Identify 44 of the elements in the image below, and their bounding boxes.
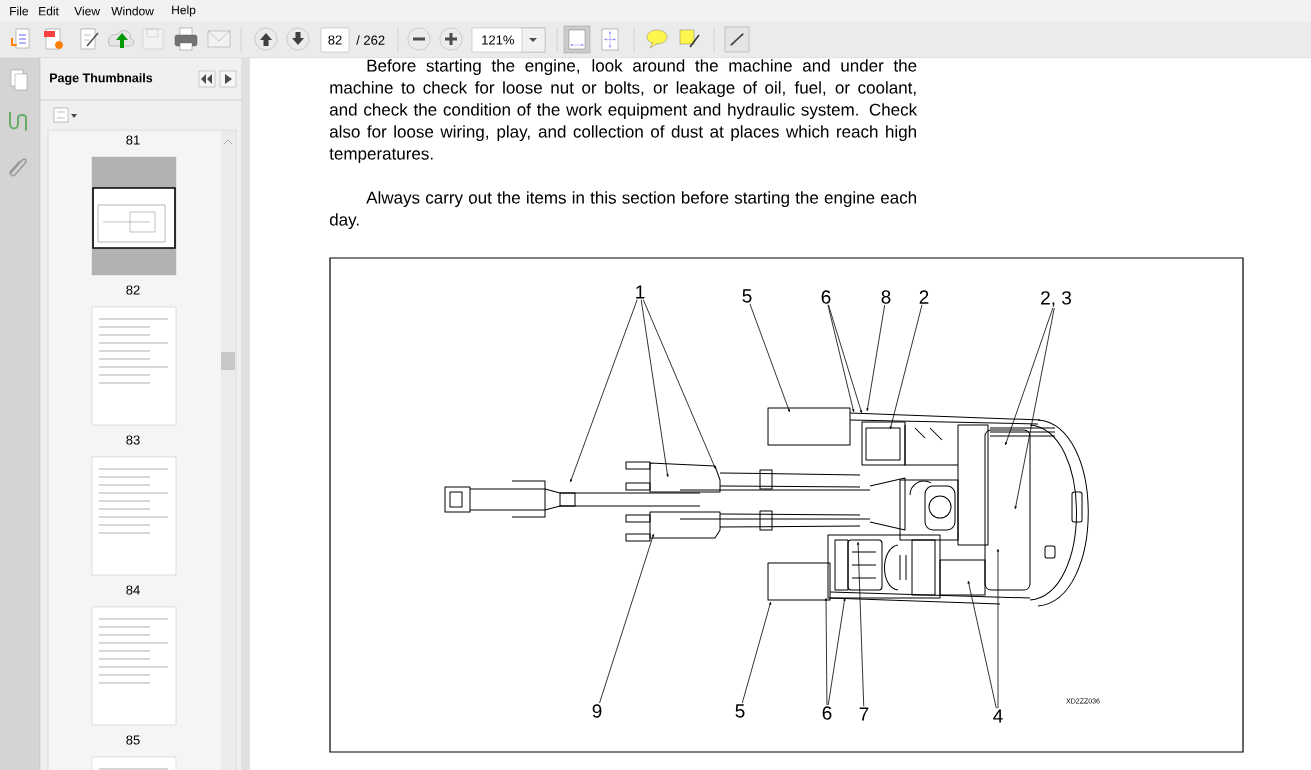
leader-line <box>967 580 997 709</box>
leader-line <box>570 299 638 483</box>
page-number-label: 85 <box>126 735 140 745</box>
callout-number: 7 <box>859 707 869 721</box>
paragraph: Always carry out the items in this section before starting the engine each day. <box>329 191 916 230</box>
excavator-drawing <box>444 407 1089 607</box>
leader-line <box>828 304 862 414</box>
callout-number: 2, 3 <box>1041 291 1071 307</box>
leader-line <box>642 299 716 470</box>
leader-line <box>866 304 886 411</box>
callout-number: 6 <box>822 706 832 720</box>
leader-line <box>857 542 865 707</box>
leader-line <box>889 304 923 430</box>
callout-number: 9 <box>592 704 602 718</box>
menu-item: View <box>74 6 100 16</box>
page-count: / 262 <box>356 35 385 45</box>
callout-number: 6 <box>821 290 831 304</box>
leader-line <box>741 601 772 704</box>
page-number-field: 82 <box>320 27 350 53</box>
leader-line <box>749 303 790 413</box>
page-number-label: 84 <box>126 585 140 595</box>
callout-number: 4 <box>993 709 1003 723</box>
leader-line <box>1005 307 1054 446</box>
menu-item: Help <box>172 5 196 17</box>
leader-line <box>1014 307 1055 510</box>
page-number-label: 81 <box>126 135 140 145</box>
leader-line <box>827 304 855 413</box>
callout-number: 5 <box>735 704 745 718</box>
callout-number: 5 <box>742 289 752 303</box>
page-number-label: 83 <box>126 435 140 445</box>
menu-item: Window <box>111 6 154 16</box>
page-number-label: 82 <box>126 285 140 295</box>
leader-line <box>599 533 654 704</box>
leader-line <box>996 549 1000 709</box>
menu-item: Edit <box>39 6 59 16</box>
panel-title: Page Thumbnails <box>50 73 153 85</box>
paragraph: Before starting the engine, look around the machine and under the machine to check for loose nut or bolts, or leakage of oil, fuel, or coolant, and check the condition of the work equipment and hydraulic system. Check also for loose wiring, play, and collection of dust at places which reach high temperatures. <box>329 59 918 164</box>
leader-line <box>825 598 828 706</box>
callout-number: 1 <box>636 285 645 299</box>
leader-line <box>640 299 669 477</box>
callout-number: 8 <box>881 290 891 304</box>
callout-number: 2 <box>919 290 929 304</box>
leader-line <box>827 597 846 706</box>
menu-item: File <box>10 6 28 16</box>
